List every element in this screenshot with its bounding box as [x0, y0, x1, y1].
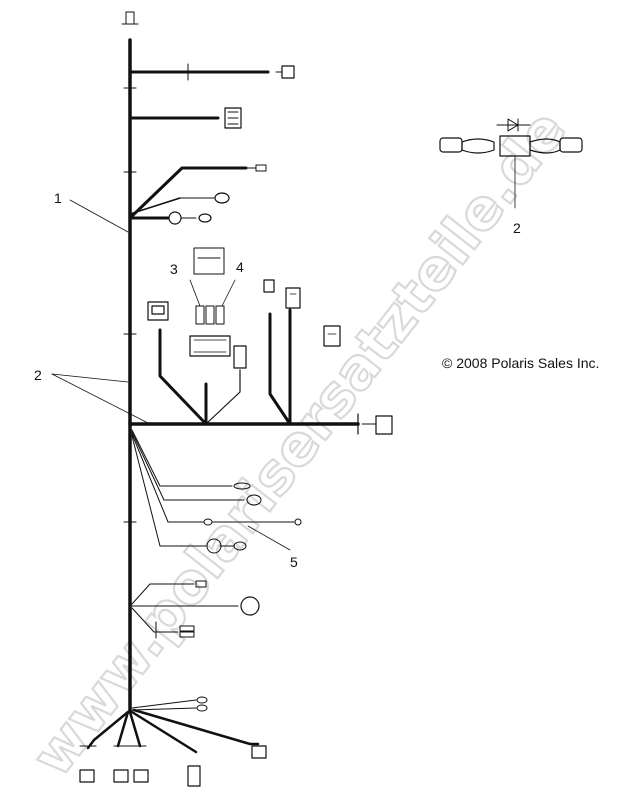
copyright-text: © 2008 Polaris Sales Inc.: [442, 355, 599, 371]
relay-block: [189, 335, 247, 369]
fuse-block-group: [189, 247, 236, 325]
leader-line-2b: [51, 373, 151, 425]
lower-fan-branches: [123, 429, 302, 554]
callout-4: 4: [236, 259, 244, 275]
callout-2-left: 2: [34, 367, 42, 383]
callout-2-right: 2: [513, 220, 521, 236]
lower-branch-group: [131, 580, 260, 639]
leader-line-5: [247, 525, 291, 551]
plug-connector-right-1: [263, 279, 301, 309]
upper-branch-group: [123, 164, 267, 225]
callout-3: 3: [170, 261, 178, 277]
callout-1: 1: [54, 190, 62, 206]
branch-connector-1: [128, 63, 295, 81]
plug-connector-right-2: [323, 325, 341, 347]
side-connector-left: [147, 301, 169, 321]
leader-line-2a: [51, 373, 129, 383]
bottom-fan-branches: [79, 696, 267, 787]
diode-harness-detail: [439, 118, 583, 209]
top-ground-lug-icon: [121, 11, 139, 25]
branch-connector-2: [128, 107, 242, 129]
leader-line-1: [69, 199, 129, 233]
callout-5: 5: [290, 554, 298, 570]
mid-branch-group: [123, 308, 393, 435]
watermark-text: www.polarisersatzteile.de: [20, 98, 579, 788]
